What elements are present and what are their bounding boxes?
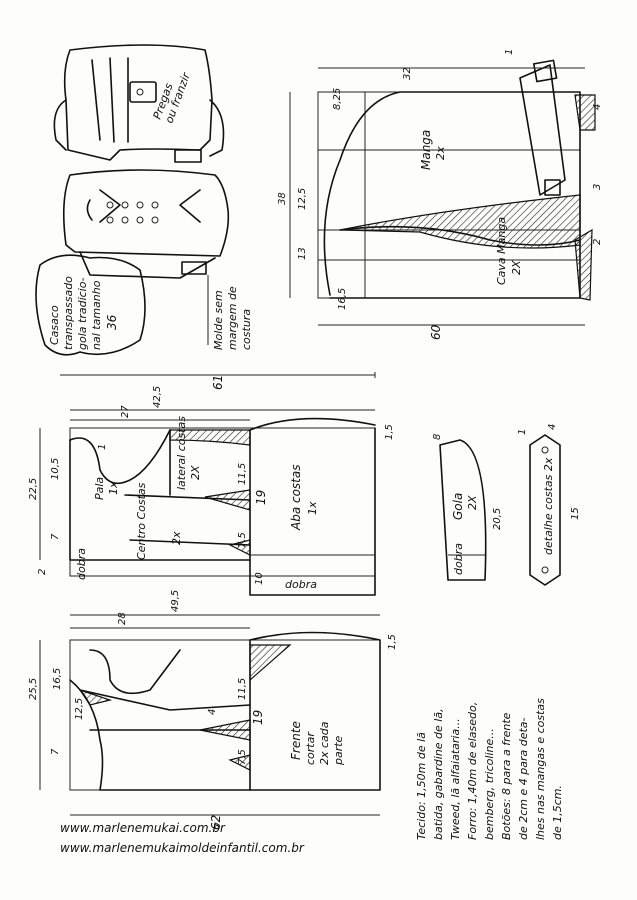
back-detail-m-15: 15: [570, 507, 581, 520]
materials-line-9: de 1,5cm.: [551, 785, 564, 840]
back-yoke-qty: 1x: [107, 481, 120, 495]
front-cut-1: cortar: [304, 731, 317, 765]
collar-pattern: [439, 439, 487, 581]
sleeve-cuff-label: Cava Manga: [495, 217, 508, 285]
collar-m-20-5: 20,5: [492, 508, 503, 530]
title-size: 36: [105, 314, 119, 330]
sleeve-m-13: 13: [297, 247, 308, 260]
front-m-28: 28: [117, 612, 128, 625]
front-m-49-5: 49,5: [170, 590, 181, 612]
front-pattern: [69, 631, 381, 791]
back-detail-m-1: 1: [517, 429, 528, 435]
sleeve-cuff-qty: 2X: [510, 260, 523, 275]
back-skirt-label: Aba costas: [289, 465, 303, 532]
back-m-27: 27: [120, 405, 131, 418]
materials-line-4: Forro: 1,40m de elasedo,: [466, 702, 479, 840]
sleeve-label: Manga: [419, 130, 433, 170]
front-m-4: 4: [207, 709, 218, 715]
sleeve-m-3: 3: [592, 184, 603, 190]
materials-line-6: Botões: 8 para a frente: [500, 712, 513, 840]
sleeve-dim-61: [60, 372, 376, 378]
materials-note: Tecido: 1,50m de lã batida, gabardine de…: [415, 698, 564, 840]
back-pattern: [69, 417, 376, 596]
back-skirt-fold: dobra: [285, 578, 317, 591]
back-detail-pattern: [529, 434, 561, 586]
back-m-1-5: 1,5: [384, 424, 395, 440]
front-m-12-5: 12,5: [74, 698, 85, 720]
button-dots: [106, 201, 159, 224]
no-seam-line-3: costura: [240, 309, 253, 350]
sleeve-m-1: 1: [504, 49, 515, 55]
back-m-1: 1: [97, 444, 108, 450]
sleeve-m-60: 60: [429, 324, 443, 340]
front-m-11-5: 11,5: [237, 678, 248, 700]
back-m-2: 2: [37, 569, 48, 575]
sleeve-m-38: 38: [277, 192, 288, 205]
materials-line-7: de 2cm e 4 para deta-: [517, 717, 530, 840]
sleeve-m-2: 2: [592, 239, 603, 245]
sleeve-m-4: 4: [592, 104, 603, 110]
title-box: Casaco transpassado gola tradicio- nal t…: [35, 254, 146, 356]
no-seam-line-1: Molde sem: [212, 290, 225, 350]
back-center-label: Centro Costas: [135, 482, 148, 560]
back-detail-label: detalhe costas 2x: [542, 457, 555, 555]
title-line-2: transpassado: [62, 276, 75, 350]
sleeve-m-8-25: 8,25: [332, 88, 343, 110]
coat-sketch: [53, 44, 230, 279]
back-detail-m-4: 4: [547, 424, 558, 430]
collar-label: Gola: [451, 493, 465, 520]
collar-qty: 2X: [466, 495, 479, 510]
front-cut-2: 2x cada: [318, 721, 331, 765]
footer-url-1: www.marlenemukai.com.br: [60, 821, 226, 835]
back-m-19: 19: [254, 490, 268, 505]
footer-url-2: www.marlenemukaimoldeinfantil.com.br: [60, 841, 305, 855]
materials-line-1: Tecido: 1,50m de lã: [415, 732, 428, 840]
title-line-1: Casaco: [48, 305, 61, 345]
sleeve-m-32: 32: [402, 67, 413, 80]
front-m-25-5: 25,5: [28, 678, 39, 700]
no-seam-note: Molde sem margem de costura: [207, 275, 253, 350]
no-seam-line-2: margem de: [226, 286, 239, 350]
sleeve-m-16-5: 16,5: [337, 288, 348, 310]
back-m-42-5: 42,5: [152, 386, 163, 408]
back-m-11-5: 11,5: [237, 463, 248, 485]
front-label: Frente: [289, 721, 303, 760]
sleeve-m-61: 61: [211, 375, 225, 390]
back-side-qty: 2X: [189, 465, 202, 480]
front-cut-3: parte: [332, 735, 345, 766]
sleeve-qty: 2x: [434, 146, 447, 160]
front-m-19: 19: [251, 710, 265, 725]
collar-m-8: 8: [432, 434, 443, 440]
title-line-3: gola tradicio-: [76, 278, 89, 350]
materials-line-2: batida, gabardine de lã,: [432, 708, 445, 840]
back-m-7-5: 7,5: [237, 532, 248, 548]
front-m-7-5: 7,5: [237, 749, 248, 765]
sleeve-m-12-5: 12,5: [297, 188, 308, 210]
back-m-10-5: 10,5: [50, 458, 61, 480]
sleeve-pattern: [317, 59, 596, 301]
back-skirt-qty: 1x: [306, 501, 319, 515]
back-side-label: lateral costas: [175, 416, 188, 490]
back-center-qty: 2x: [170, 531, 183, 545]
front-m-7: 7: [50, 748, 61, 755]
back-m-7: 7: [50, 533, 61, 540]
front-m-16-5: 16,5: [52, 668, 63, 690]
materials-line-8: lhes nas mangas e costas: [534, 698, 547, 840]
back-m-10: 10: [254, 572, 265, 585]
back-fold: dobra: [75, 548, 88, 580]
title-line-4: nal tamanho: [90, 280, 103, 350]
collar-fold: dobra: [452, 543, 465, 575]
back-m-22-5: 22,5: [28, 478, 39, 500]
materials-line-5: bemberg, tricoline...: [483, 728, 496, 840]
front-m-1-5: 1,5: [387, 634, 398, 650]
back-yoke-label: Pala: [93, 477, 106, 500]
materials-line-3: Tweed, lã alfaiataria...: [449, 718, 462, 840]
front-m-62: 62: [209, 815, 223, 830]
